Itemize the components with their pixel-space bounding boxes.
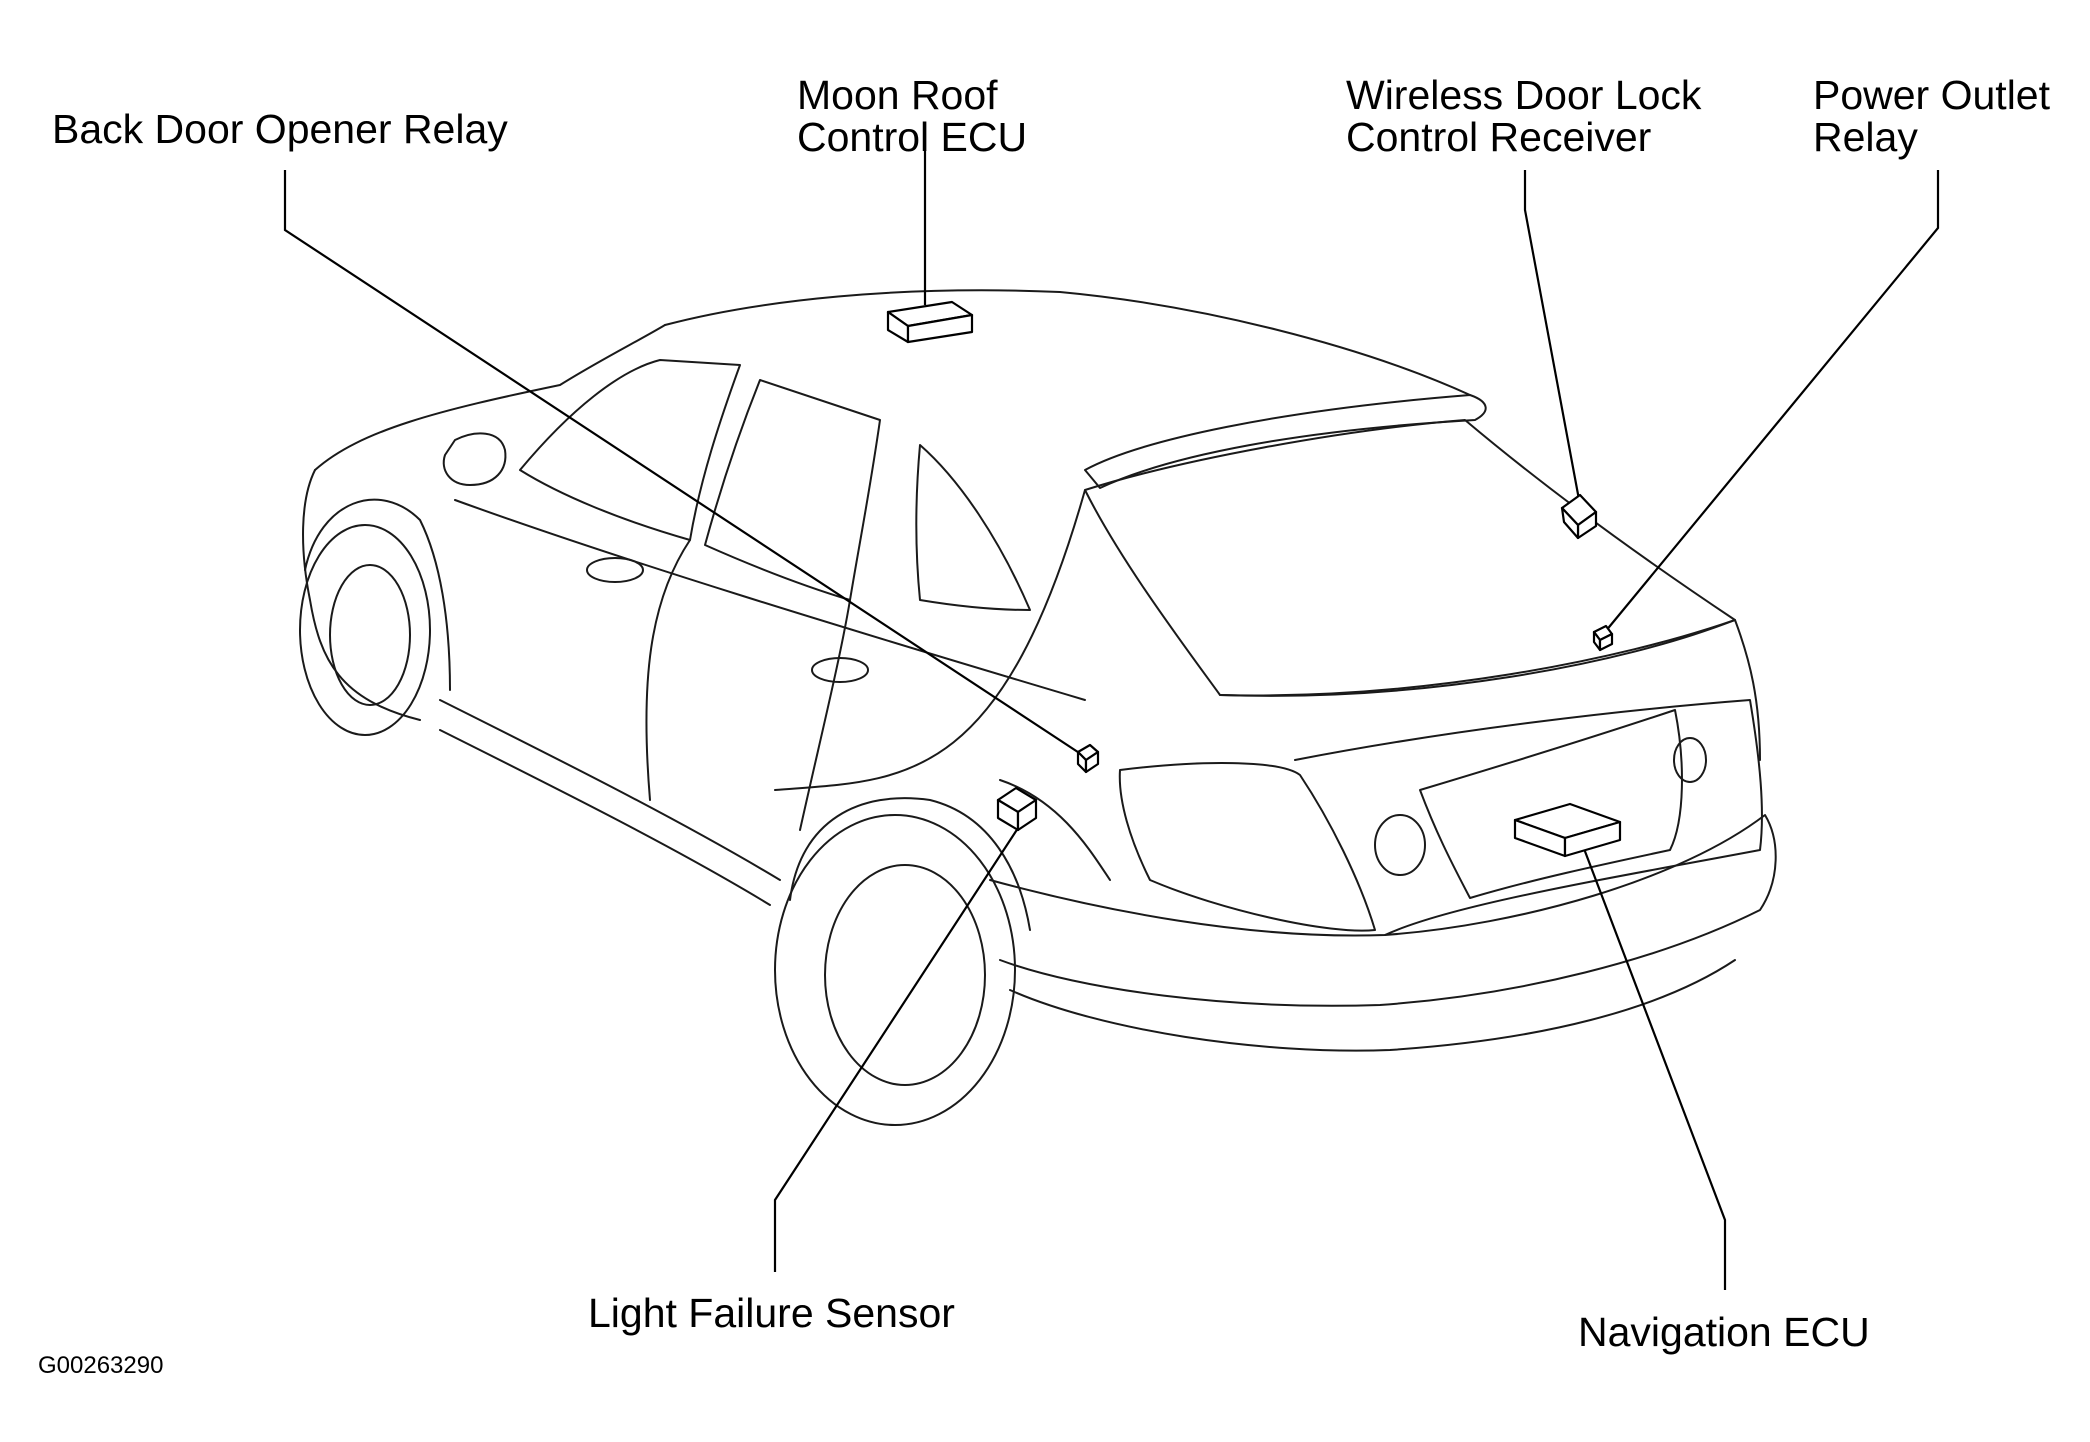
label-light-failure-sensor: Light Failure Sensor <box>588 1292 955 1334</box>
front-fascia <box>302 469 421 721</box>
back-door-opener-relay-box <box>1076 743 1100 774</box>
rear-door-handle <box>811 657 869 683</box>
label-moon-roof-control-ecu: Moon Roof Control ECU <box>797 74 1027 158</box>
label-line-2: Relay <box>1813 114 1918 160</box>
label-line-2: Control Receiver <box>1346 114 1652 160</box>
license-plate-recess <box>1419 709 1683 899</box>
moon-roof-control-ecu-box <box>886 300 974 344</box>
rear-bumper <box>989 814 1777 1007</box>
front-wheel-arch <box>304 498 451 691</box>
front-door-window <box>519 359 741 541</box>
label-text: Light Failure Sensor <box>588 1290 955 1336</box>
label-line-1: Moon Roof <box>797 72 998 118</box>
light-failure-sensor-box <box>996 786 1038 832</box>
front-wheel-outer <box>299 524 431 736</box>
side-rocker-lower <box>439 729 771 906</box>
label-navigation-ecu: Navigation ECU <box>1578 1311 1870 1353</box>
belt-line <box>454 499 1086 701</box>
leader-back-door-opener-relay <box>283 170 1091 761</box>
label-wireless-door-lock-control-receiver: Wireless Door Lock Control Receiver <box>1346 74 1701 158</box>
leader-power-outlet-relay <box>1604 170 1940 633</box>
front-hood <box>314 324 666 471</box>
tailgate-lower <box>1294 699 1763 936</box>
side-rocker <box>439 699 781 881</box>
leader-navigation-ecu <box>1573 824 1727 1290</box>
rear-door-window <box>704 379 881 601</box>
quarter-lower <box>999 779 1111 881</box>
side-mirror <box>442 432 507 486</box>
navigation-ecu-box <box>1513 802 1622 858</box>
front-door-handle <box>586 557 644 583</box>
rear-wheel-inner <box>824 864 986 1086</box>
car-body-outline <box>299 289 1777 1126</box>
rear-quarter-panel <box>774 489 1086 791</box>
leader-wireless-door-lock-receiver <box>1523 170 1582 506</box>
rear-spoiler <box>1084 394 1487 489</box>
leader-lines <box>283 150 1940 1290</box>
figure-id: G00263290 <box>38 1352 164 1379</box>
label-back-door-opener-relay: Back Door Opener Relay <box>52 108 508 150</box>
left-reflector <box>1374 814 1426 876</box>
bumper-lower-edge <box>1009 959 1736 1052</box>
label-line-1: Wireless Door Lock <box>1346 72 1702 118</box>
back-door-outline <box>1219 619 1761 761</box>
label-line-1: Power Outlet <box>1813 72 2050 118</box>
wireless-door-lock-receiver-box <box>1560 493 1598 540</box>
rear-door-seam <box>799 599 851 831</box>
components <box>886 300 1622 858</box>
label-text: Navigation ECU <box>1578 1309 1870 1355</box>
rear-wheel-outer <box>774 814 1016 1126</box>
rear-wheel-arch <box>789 797 1031 931</box>
left-tail-lamp <box>1118 762 1376 932</box>
label-line-2: Control ECU <box>797 114 1028 160</box>
label-power-outlet-relay: Power Outlet Relay <box>1813 74 2050 158</box>
leader-light-failure-sensor <box>773 824 1021 1272</box>
front-wheel-inner <box>329 564 411 706</box>
front-door-seam <box>645 539 691 801</box>
power-outlet-relay-box <box>1592 624 1614 652</box>
rear-window <box>1084 419 1736 697</box>
quarter-window <box>915 444 1031 611</box>
roof-outline <box>664 289 1471 396</box>
label-text: Back Door Opener Relay <box>52 106 508 152</box>
right-reflector <box>1673 737 1707 783</box>
